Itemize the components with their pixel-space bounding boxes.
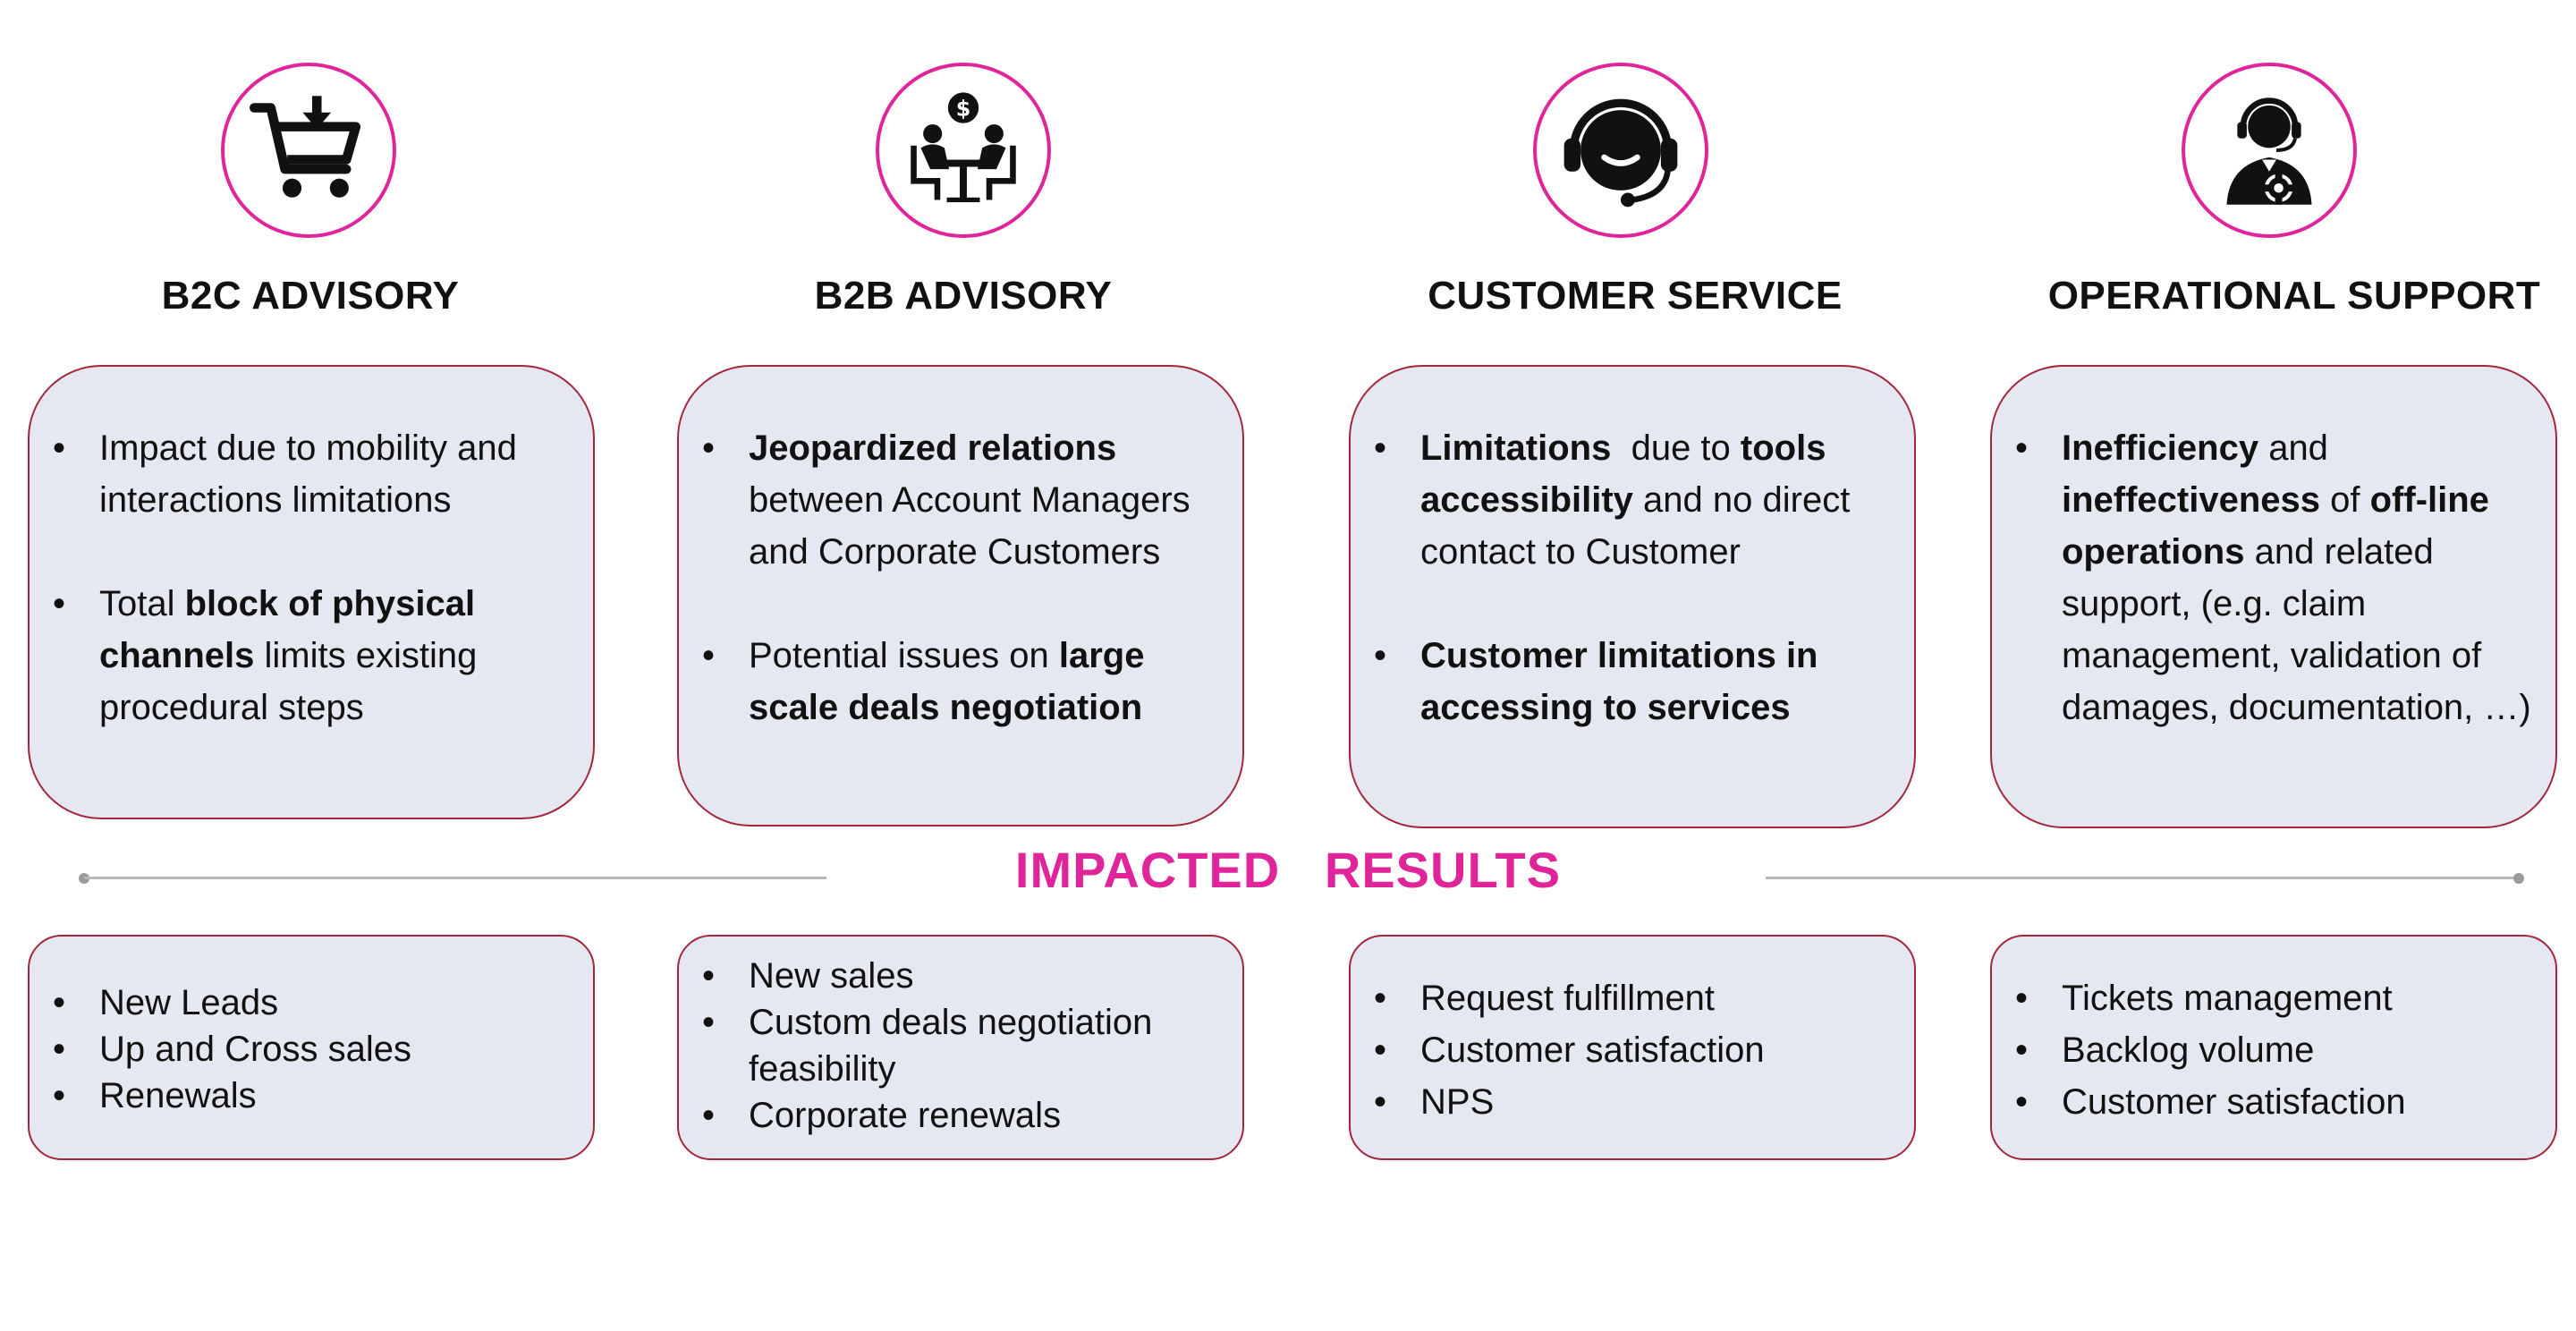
headset-face-icon <box>1563 98 1678 208</box>
shopping-cart-icon-circle <box>221 63 396 238</box>
list-item: Corporate renewals <box>679 1092 1233 1139</box>
impact-box: Limitations due to tools accessibility a… <box>1349 365 1916 828</box>
impact-box: Inefficiency and ineffectiveness of off-… <box>1990 365 2557 828</box>
impact-text: and related support, (e.g. claim managem… <box>2062 532 2531 727</box>
support-agent-icon-circle <box>2182 63 2357 238</box>
impact-text: and <box>2258 428 2339 468</box>
results-list: Tickets management Backlog volume Custom… <box>1992 972 2546 1128</box>
impact-text-bold: ineffectiveness <box>2062 480 2321 520</box>
list-item: Tickets management <box>1992 972 2546 1024</box>
results-box: New Leads Up and Cross sales Renewals <box>28 935 595 1160</box>
list-item: Request fulfillment <box>1351 972 1905 1024</box>
impact-text-bold: Customer limitations in accessing to ser… <box>1420 636 1828 727</box>
impact-text: and no direct contact to Customer <box>1420 480 1860 572</box>
heading-operational-support: OPERATIONAL SUPPORT <box>2047 274 2541 318</box>
impact-item: Limitations due to tools accessibility a… <box>1351 422 1896 578</box>
impact-text-bold: tools accessibility <box>1420 428 1836 520</box>
impact-list: Limitations due to tools accessibility a… <box>1351 422 1896 733</box>
impact-text-bold: block of physical channels <box>99 584 486 675</box>
impact-item: Total block of physical channels limits … <box>30 578 575 733</box>
impact-item: Customer limitations in accessing to ser… <box>1351 630 1896 733</box>
impact-item: Impact due to mobility and interactions … <box>30 422 575 526</box>
headset-face-icon-circle <box>1533 63 1708 238</box>
list-item: Customer satisfaction <box>1992 1076 2546 1128</box>
business-meeting-icon-circle: $ <box>876 63 1051 238</box>
impact-item: Inefficiency and ineffectiveness of off-… <box>1992 422 2538 733</box>
impact-text: between Account Managers and Corporate C… <box>749 428 1200 572</box>
list-item: Renewals <box>30 1072 584 1119</box>
impact-text: limits existing procedural steps <box>99 636 487 727</box>
results-list: Request fulfillment Customer satisfactio… <box>1351 972 1905 1128</box>
list-item: Backlog volume <box>1992 1024 2546 1076</box>
impact-text: due to <box>1611 428 1741 468</box>
impact-text-bold: off-line operations <box>2062 480 2500 572</box>
heading-customer-service: CUSTOMER SERVICE <box>1428 274 1843 318</box>
business-meeting-icon: $ <box>911 92 1016 203</box>
divider-line-right <box>1766 877 2517 879</box>
impact-text-bold: Limitations <box>1420 428 1612 468</box>
impact-box: Impact due to mobility and interactions … <box>28 365 595 819</box>
list-item: Up and Cross sales <box>30 1026 584 1072</box>
impacted-results-title: IMPACTED RESULTS <box>1014 842 1562 898</box>
support-agent-gear-icon <box>2226 97 2312 205</box>
list-item: New sales <box>679 953 1233 999</box>
impact-text: Potential issues on <box>749 636 1059 675</box>
impact-text-bold: large scale deals negotiation <box>749 636 1155 727</box>
results-list: New Leads Up and Cross sales Renewals <box>30 979 584 1119</box>
impact-list: Impact due to mobility and interactions … <box>30 422 575 733</box>
impact-box: Jeopardized relations between Account Ma… <box>677 365 1244 827</box>
list-item: New Leads <box>30 979 584 1026</box>
shopping-cart-icon <box>250 96 361 198</box>
list-item: Custom deals negotiation feasibility <box>679 999 1233 1092</box>
impact-text-bold: Inefficiency <box>2062 428 2259 468</box>
impact-list: Inefficiency and ineffectiveness of off-… <box>1992 422 2538 733</box>
impact-text: Impact due to mobility and interactions … <box>99 428 528 520</box>
impact-text: of <box>2320 480 2370 520</box>
impact-text-bold: Jeopardized relations <box>749 428 1117 468</box>
list-item: Customer satisfaction <box>1351 1024 1905 1076</box>
divider-dot-right <box>2513 873 2524 884</box>
results-box: New sales Custom deals negotiation feasi… <box>677 935 1244 1160</box>
results-box: Request fulfillment Customer satisfactio… <box>1349 935 1916 1160</box>
results-list: New sales Custom deals negotiation feasi… <box>679 953 1233 1139</box>
impact-item: Jeopardized relations between Account Ma… <box>679 422 1224 578</box>
impact-list: Jeopardized relations between Account Ma… <box>679 422 1224 733</box>
divider-line-left <box>84 877 826 879</box>
heading-b2c-advisory: B2C ADVISORY <box>161 274 460 318</box>
svg-text:$: $ <box>956 97 971 122</box>
results-box: Tickets management Backlog volume Custom… <box>1990 935 2557 1160</box>
impact-item: Potential issues on large scale deals ne… <box>679 630 1224 733</box>
impact-text: Total <box>99 584 185 623</box>
heading-b2b-advisory: B2B ADVISORY <box>814 274 1113 318</box>
list-item: NPS <box>1351 1076 1905 1128</box>
